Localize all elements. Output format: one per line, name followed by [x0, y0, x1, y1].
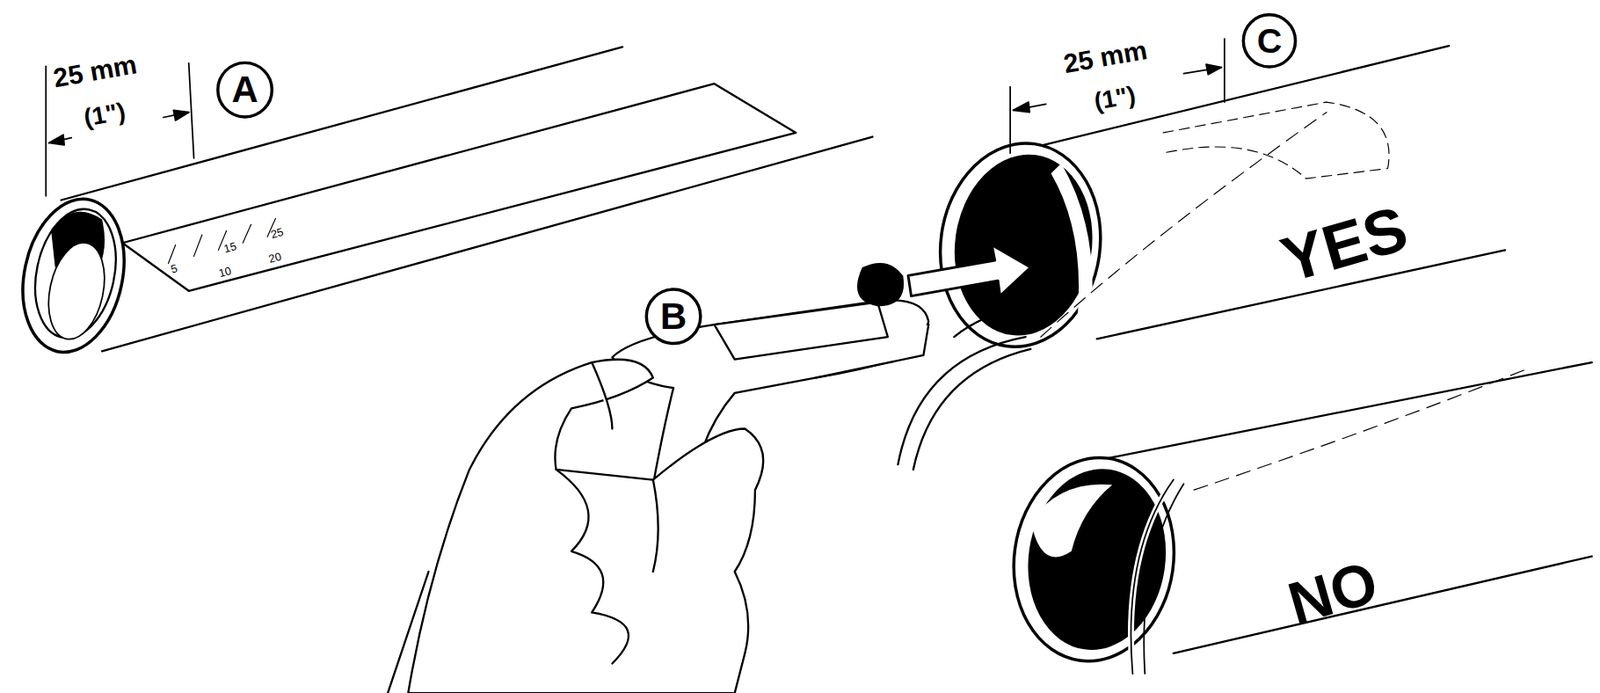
hand-with-tool	[387, 262, 929, 693]
insert-arrow	[908, 245, 1031, 297]
pipe-a	[9, 46, 873, 362]
callout-text: A	[231, 68, 258, 112]
pipe-no	[1000, 362, 1592, 674]
dimension-text: (1")	[81, 96, 128, 132]
callout-text: B	[660, 294, 687, 338]
dimension-text: 25 mm	[50, 48, 139, 95]
callout-letter: C	[1242, 13, 1298, 69]
yes-label: YES	[1273, 191, 1416, 297]
pipe-yes	[927, 45, 1506, 357]
callout-letter: B	[645, 287, 703, 345]
no-label: NO	[1280, 546, 1386, 638]
dimension-text: (1")	[1091, 80, 1138, 117]
callout-text: C	[1257, 21, 1283, 61]
dimension-text: 25 mm	[1061, 34, 1150, 80]
callout-letter: A	[216, 61, 274, 119]
